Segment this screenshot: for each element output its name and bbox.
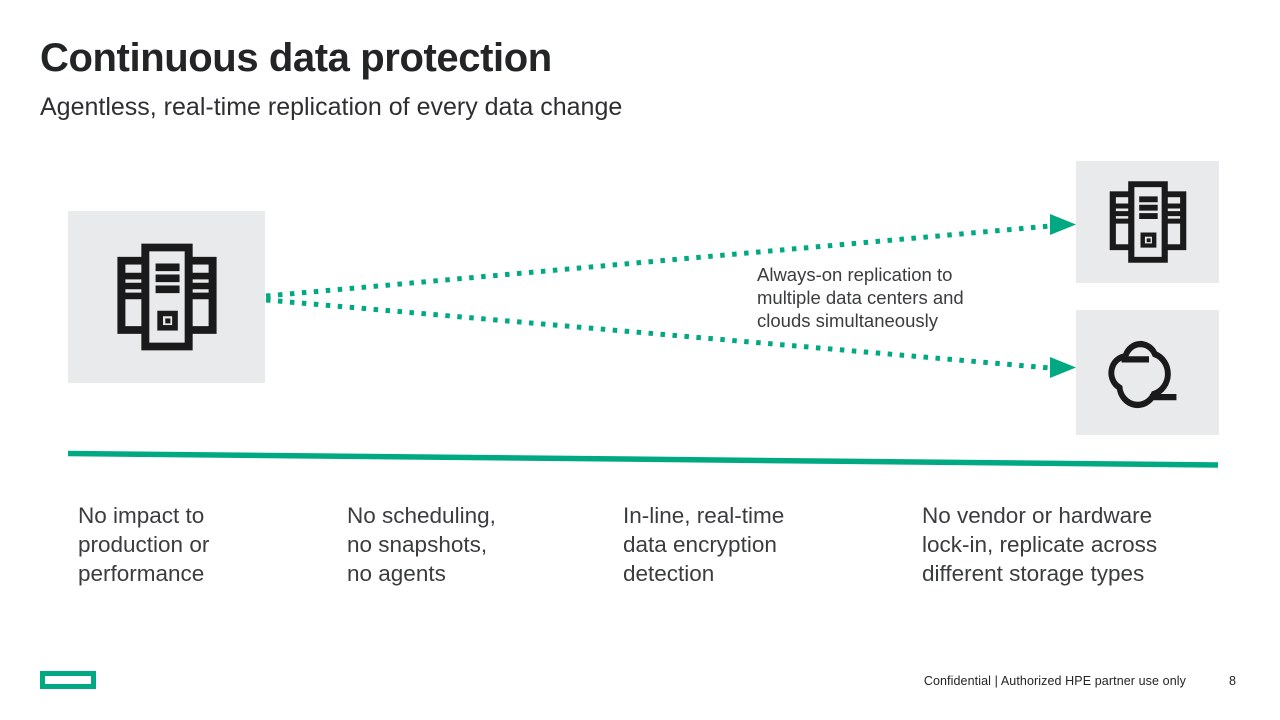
benefit-no-lock-in: No vendor or hardware lock-in, replicate… <box>922 503 1158 586</box>
benefit-encryption-detection: In-line, real-time data encryption detec… <box>623 503 785 586</box>
cloud-icon <box>1098 331 1198 415</box>
hpe-logo-mark <box>40 671 96 689</box>
benefit-no-scheduling: No scheduling, no snapshots, no agents <box>347 503 496 586</box>
page-number: 8 <box>1229 674 1236 688</box>
target-datacenter-box <box>1076 161 1219 283</box>
page-title: Continuous data protection <box>40 36 552 80</box>
arrowhead-icon <box>1050 357 1076 378</box>
confidential-notice: Confidential | Authorized HPE partner us… <box>923 674 1186 688</box>
arrowhead-icon <box>1050 214 1076 235</box>
green-divider-line <box>67 450 1219 468</box>
datacenter-icon <box>110 242 224 352</box>
benefit-no-impact: No impact to production or performance <box>78 503 210 586</box>
source-datacenter-box <box>68 211 265 383</box>
page-subtitle: Agentless, real-time replication of ever… <box>40 93 623 121</box>
replication-annotation: Always-on replication to multiple data c… <box>757 264 964 331</box>
target-cloud-box <box>1076 310 1219 435</box>
datacenter-icon <box>1104 180 1192 264</box>
